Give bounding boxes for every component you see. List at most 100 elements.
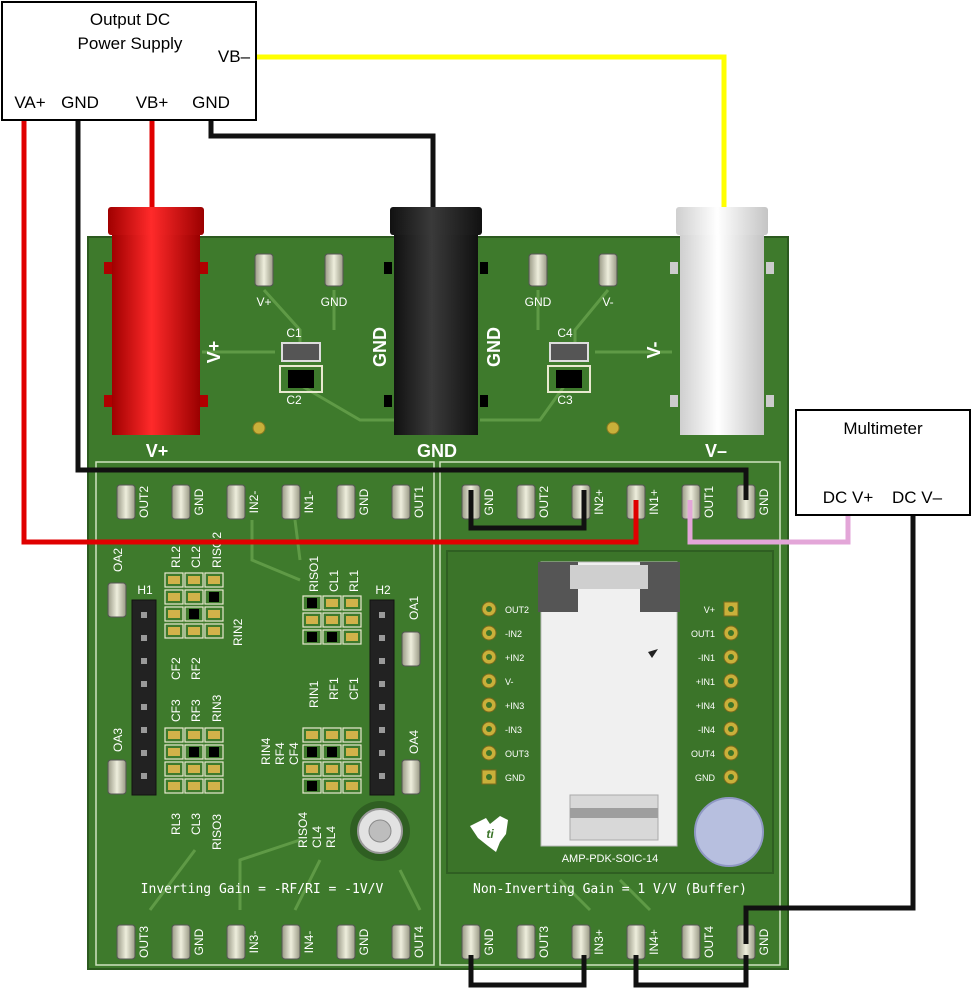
pin-label: GND [357,928,371,955]
pin-pad[interactable] [336,924,356,960]
right-bottom-pin-gnd[interactable]: GND [461,924,496,960]
multimeter-pos-label: DC V+ [823,488,874,507]
left-top-pin-gnd[interactable]: GND [171,484,206,520]
pin-pad[interactable] [391,924,411,960]
pin-pad[interactable] [461,924,481,960]
left-top-pin-out2[interactable]: OUT2 [116,484,151,520]
socket-right-pin-out4: OUT4 [691,745,739,761]
pin-label: GND [757,488,771,515]
oa1-label: OA1 [407,596,421,620]
psu-title-line1: Output DC [90,10,170,29]
pin-pad[interactable] [516,484,536,520]
header-h2: H2 [369,583,395,796]
left-top-pin-in1[interactable]: IN1- [281,484,316,520]
right-top-pin-in1[interactable]: IN1+ [626,484,661,520]
psu-vb-minus-label: VB– [218,47,251,66]
pin-pad[interactable] [116,924,136,960]
left-top-pin-gnd[interactable]: GND [336,484,371,520]
socket-left-pin-in3: -IN3 [481,721,522,737]
pin-pad[interactable] [116,484,136,520]
left-top-pin-in2[interactable]: IN2- [226,484,261,520]
socket-pin-label: OUT3 [505,749,529,759]
pin-pad[interactable] [171,924,191,960]
socket-name: AMP-PDK-SOIC-14 [562,853,659,865]
socket-left-pin-gnd: GND [481,769,526,785]
pin-label: GND [482,488,496,515]
component-outline [302,761,322,777]
left-bottom-pin-out4[interactable]: OUT4 [391,924,426,960]
header-pin [379,773,385,779]
component-outline [322,761,342,777]
right-bottom-pin-out4[interactable]: OUT4 [681,924,716,960]
black-jack-left-label: GND [370,327,390,367]
component-pad [326,616,338,624]
vplus-pad-label: V+ [256,295,271,309]
pin-pad[interactable] [226,924,246,960]
rf3-label: RF3 [189,699,203,722]
component-part [307,781,317,791]
pin-pad[interactable] [681,924,701,960]
component-outline [184,606,204,622]
jumper-bottom-in4-gnd [633,955,749,988]
capacitor-c1: C1 [281,326,321,362]
multimeter-title: Multimeter [843,419,923,438]
pink-wire-dmm-pos [687,500,851,545]
left-bottom-pin-gnd[interactable]: GND [336,924,371,960]
left-bottom-pin-gnd[interactable]: GND [171,924,206,960]
cl4-label: CL4 [310,826,324,848]
red-banana-jack: V+ V+ [104,207,224,461]
pin-label: GND [357,488,371,515]
socket-left-pin-v: V- [481,673,514,689]
left-bottom-pin-out3[interactable]: OUT3 [116,924,151,960]
jumper-top-gnd-in2 [468,490,587,531]
pin-pad[interactable] [571,484,591,520]
pin-pad[interactable] [626,924,646,960]
component-outline [204,744,224,760]
right-top-pin-out2[interactable]: OUT2 [516,484,551,520]
ti-logo-icon: ti [470,816,508,852]
pin-pad[interactable] [516,924,536,960]
component-part [327,747,337,757]
component-outline [302,727,322,743]
pin-pad[interactable] [571,924,591,960]
component-outline [302,778,322,794]
component-outline [204,589,224,605]
gnd-test-pad-left: GND [321,253,348,309]
right-top-pin-gnd[interactable]: GND [736,484,771,520]
right-top-pin-in2[interactable]: IN2+ [571,484,606,520]
black-jack-right-label: GND [484,327,504,367]
pin-label: IN1- [302,491,316,514]
component-outline [164,589,184,605]
right-top-pin-gnd[interactable]: GND [461,484,496,520]
pin-pad[interactable] [281,484,301,520]
right-bottom-pin-in4[interactable]: IN4+ [626,924,661,960]
pin-label: IN2- [247,491,261,514]
left-top-pin-out1[interactable]: OUT1 [391,484,426,520]
pin-pad[interactable] [391,484,411,520]
component-pad [188,731,200,739]
component-outline [164,572,184,588]
pin-label: OUT1 [702,486,716,518]
component-pad [208,782,220,790]
pin-pad[interactable] [281,924,301,960]
right-bottom-pin-row: GND OUT3 IN3+ IN4+ OUT4 GND [461,924,771,960]
pin-pad[interactable] [171,484,191,520]
component-outline [342,727,362,743]
right-bottom-pin-gnd[interactable]: GND [736,924,771,960]
pin-pad[interactable] [226,484,246,520]
c2-label: C2 [286,393,302,407]
right-top-pin-out1[interactable]: OUT1 [681,484,716,520]
socket-pin-label: -IN1 [698,653,715,663]
right-bottom-pin-in3[interactable]: IN3+ [571,924,606,960]
white-jack-bottom-label: V– [705,441,727,461]
left-bottom-pin-in4[interactable]: IN4- [281,924,316,960]
component-pad [346,599,358,607]
right-bottom-pin-out3[interactable]: OUT3 [516,924,551,960]
component-pad [326,765,338,773]
left-bottom-pin-in3[interactable]: IN3- [226,924,261,960]
pin-pad[interactable] [336,484,356,520]
component-pad [168,748,180,756]
